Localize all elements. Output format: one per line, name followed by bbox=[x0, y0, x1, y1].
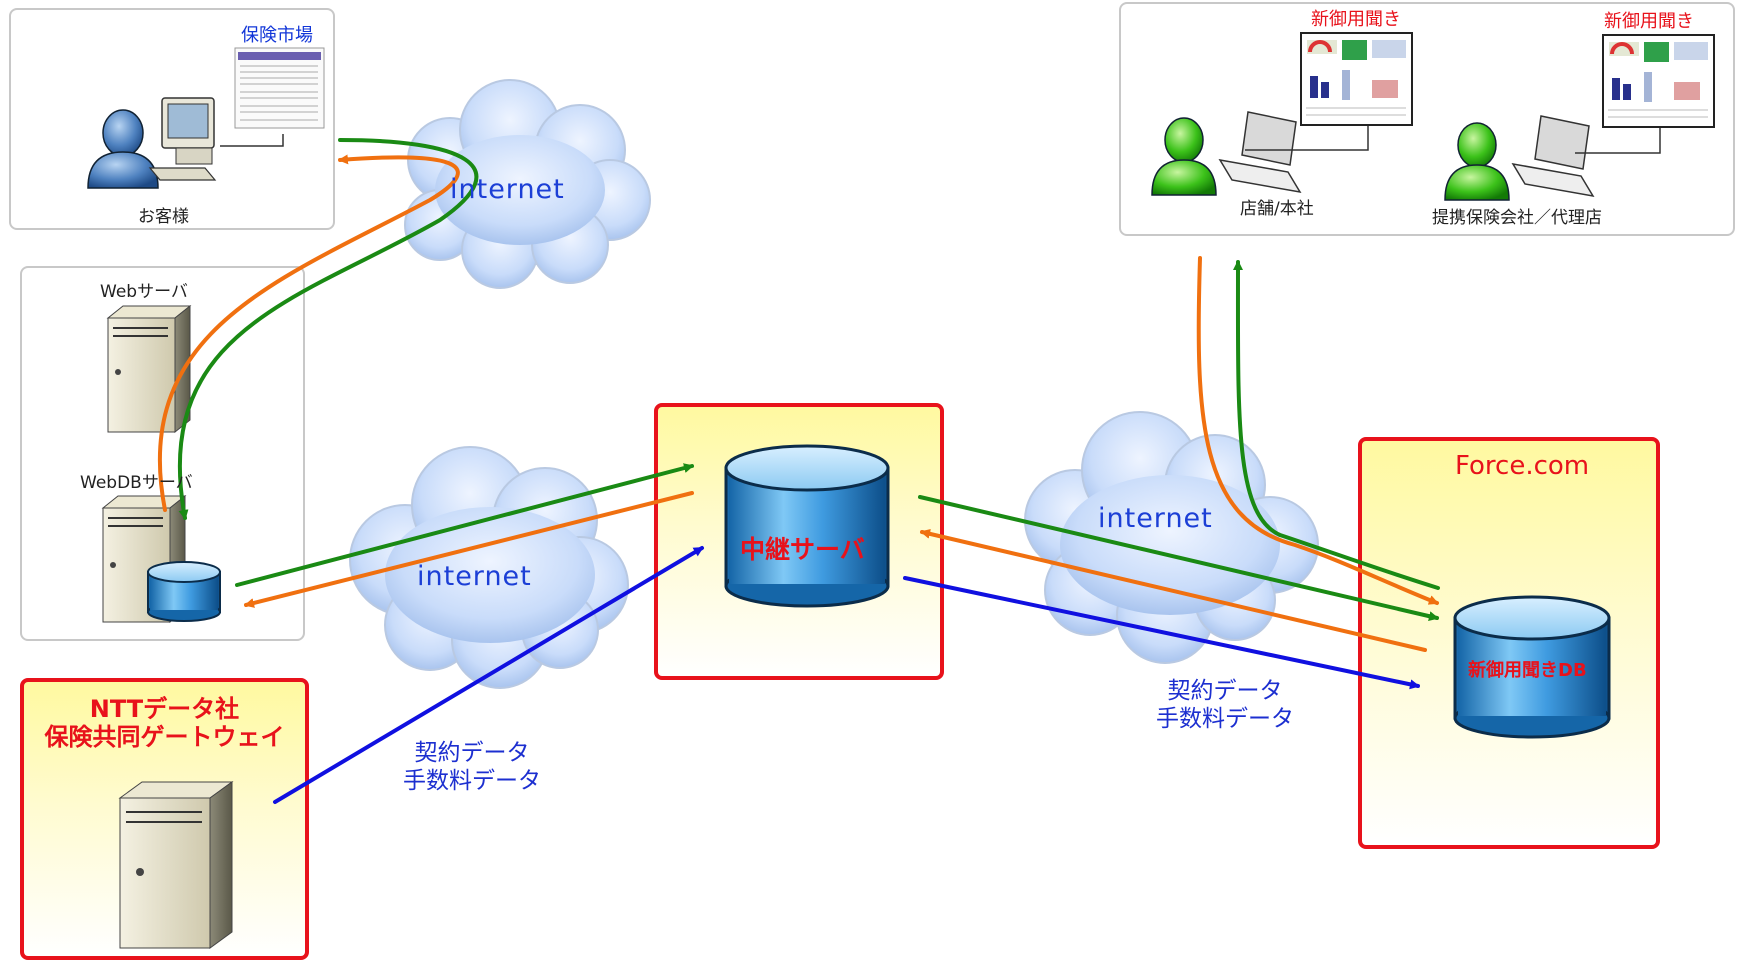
webdb-database-icon bbox=[147, 561, 221, 622]
partner-laptop-icon bbox=[1511, 115, 1595, 198]
right-data-label-line1: 契約データ bbox=[1167, 678, 1283, 704]
force-com-db-label: 新御用聞きDB bbox=[1468, 660, 1587, 681]
customer-site-title: 保険市場 bbox=[241, 25, 313, 46]
flow-stores-to-force bbox=[1196, 256, 1439, 605]
webdb-server-label: WebDBサーバ bbox=[80, 473, 193, 493]
relay-server-database-icon bbox=[724, 444, 890, 608]
flow-relay-to-webdb bbox=[244, 491, 694, 608]
flow-webdb-to-customer bbox=[157, 154, 460, 512]
cloud-middle-left-label: internet bbox=[417, 561, 532, 592]
partner-user-label: 提携保険会社／代理店 bbox=[1432, 208, 1602, 228]
dashboard-screenshot-1 bbox=[1245, 32, 1413, 151]
partner-user-icon bbox=[1444, 122, 1510, 201]
flow-webdb-to-relay bbox=[235, 463, 694, 587]
cloud-middle-left bbox=[349, 446, 629, 689]
right-data-label-line2: 手数料データ bbox=[1156, 706, 1294, 732]
relay-server-label: 中継サーバ bbox=[740, 535, 865, 564]
ntt-gateway-title-line2: 保険共同ゲートウェイ bbox=[44, 723, 285, 751]
flow-relay-to-force-data bbox=[903, 576, 1420, 690]
force-com-title: Force.com bbox=[1455, 451, 1590, 481]
flow-relay-to-force bbox=[918, 495, 1439, 622]
ntt-gateway-server-icon bbox=[118, 781, 234, 949]
web-server-icon bbox=[106, 304, 192, 434]
left-data-label-line1: 契約データ bbox=[414, 740, 530, 766]
flow-customer-to-webdb bbox=[177, 138, 479, 520]
ntt-gateway-title-line1: NTTデータ社 bbox=[89, 695, 240, 723]
customer-label: お客様 bbox=[138, 207, 189, 227]
flow-force-to-stores bbox=[1232, 260, 1440, 590]
desktop-computer-icon bbox=[148, 97, 217, 181]
store-laptop-icon bbox=[1218, 111, 1302, 194]
cloud-middle-right-label: internet bbox=[1098, 503, 1213, 534]
force-com-database-icon bbox=[1453, 595, 1611, 739]
dashboard-1-label: 新御用聞き bbox=[1311, 9, 1401, 30]
dashboard-screenshot-2 bbox=[1575, 34, 1715, 154]
dashboard-2-label: 新御用聞き bbox=[1604, 11, 1694, 32]
customer-user-icon bbox=[87, 109, 159, 189]
left-data-label-line2: 手数料データ bbox=[403, 768, 541, 794]
store-user-label: 店舗/本社 bbox=[1240, 199, 1314, 219]
insurance-site-screenshot bbox=[220, 47, 325, 147]
flow-ntt-to-relay bbox=[273, 546, 704, 804]
store-user-icon bbox=[1151, 117, 1217, 196]
cloud-top-label: internet bbox=[450, 174, 565, 205]
flow-force-to-relay bbox=[920, 528, 1427, 652]
web-server-label: Webサーバ bbox=[100, 282, 188, 302]
